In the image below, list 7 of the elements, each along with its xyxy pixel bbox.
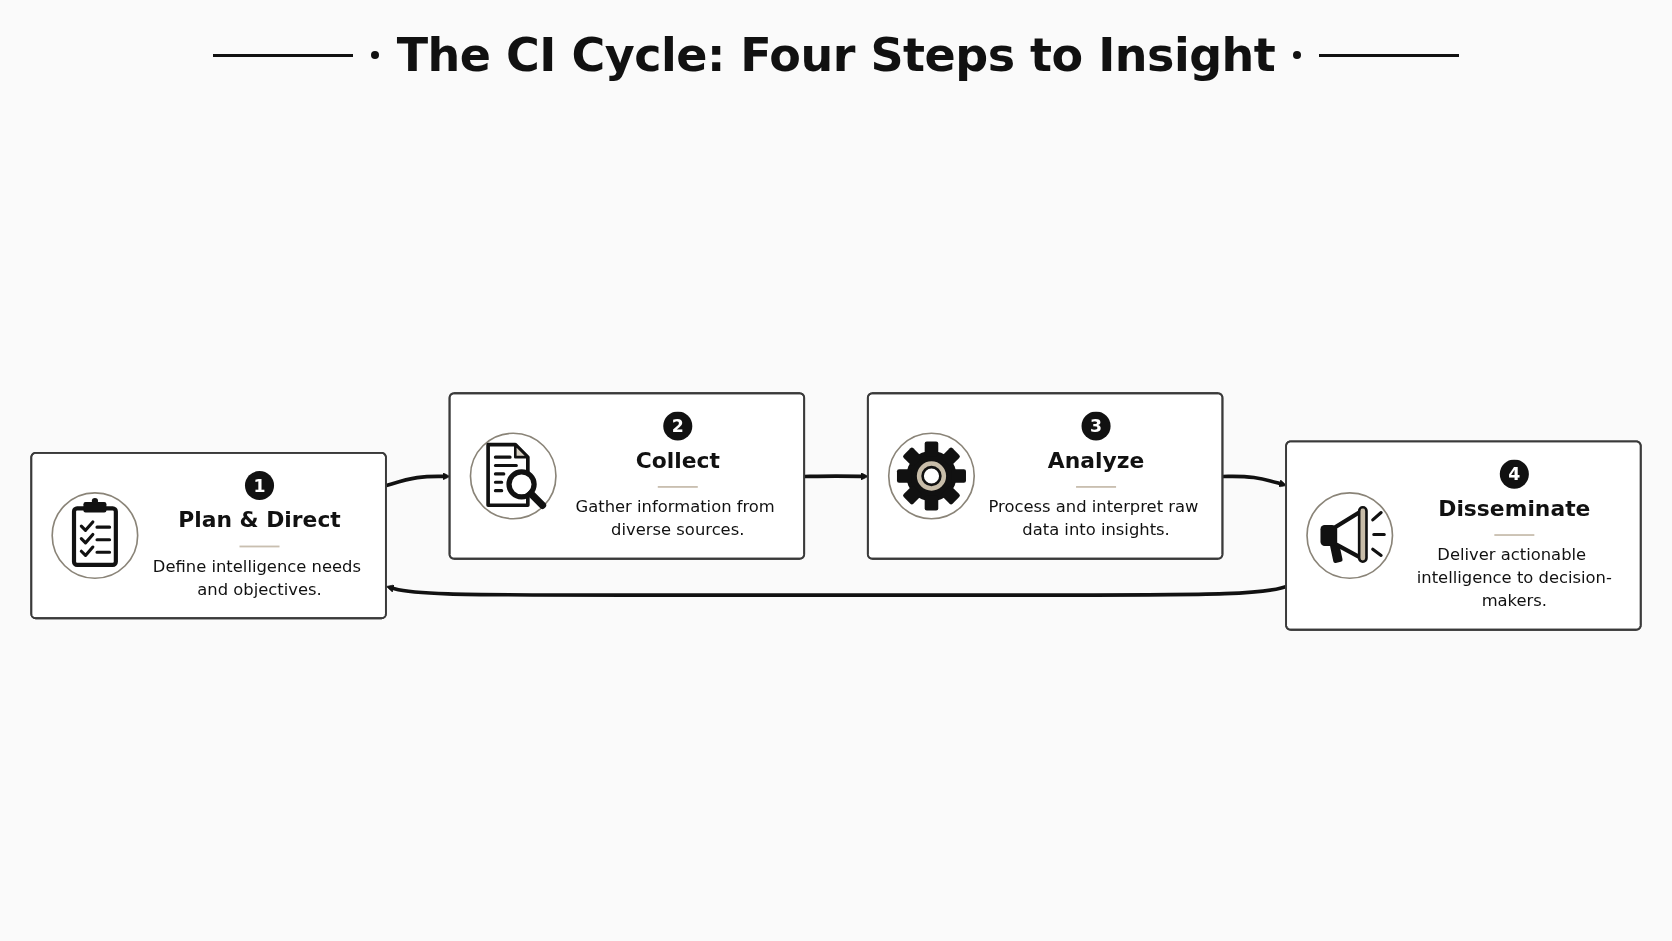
step-box: 3 Analyze Process and interpret raw data into insights. [866, 392, 1224, 560]
step-box: 4 Disseminate Deliver actionable intelligence to decision-makers. [1285, 440, 1642, 631]
step-box: 1 Plan & Direct Define intelligence needs and objectives. [30, 451, 387, 620]
arrow [1222, 474, 1287, 488]
title: The CI Cycle: Four Steps to Insight [396, 28, 1276, 82]
step-box: 2 Collect Gather information from diverse sources. [448, 392, 806, 560]
arrow [386, 584, 1287, 597]
